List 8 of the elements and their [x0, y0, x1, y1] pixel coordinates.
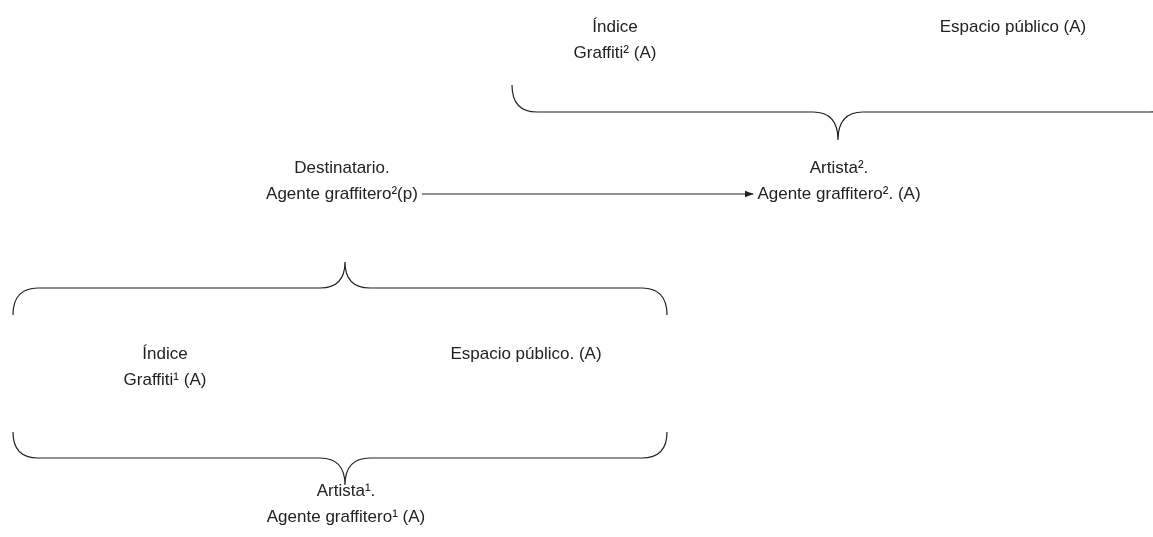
node-label: Artista¹. Agente graffitero¹ (A) [266, 480, 426, 528]
node-label: Destinatario. Agente graffitero²(p) [266, 157, 418, 205]
arrow [421, 190, 754, 198]
node-label: Espacio público. (A) [450, 343, 602, 365]
node-label: Artista². Agente graffitero². (A) [757, 157, 921, 205]
node-label: Índice Graffiti¹ (A) [123, 343, 207, 391]
node-label: Índice Graffiti² (A) [573, 16, 657, 64]
node-label: Espacio público (A) [939, 16, 1087, 38]
